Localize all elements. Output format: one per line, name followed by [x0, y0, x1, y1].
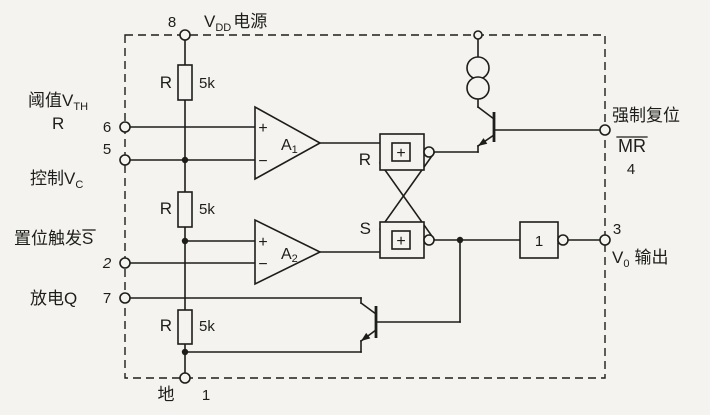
pin7-label: 放电Q: [30, 289, 77, 308]
rs-latch: + + R S: [359, 133, 435, 259]
resistor-r1-symbol: [177, 64, 193, 101]
reset-transistor-emitter-arrow: [478, 138, 488, 146]
wire-cross-s-to-r: [378, 161, 436, 241]
rs-latch-s-input-label: S: [360, 219, 371, 238]
rs-latch-gate-s-inner: [391, 230, 411, 250]
reset-transistor: [476, 105, 496, 148]
comparator-a1-plus: +: [258, 120, 267, 137]
pin5-label: 控制VC: [30, 169, 83, 191]
discharge-transistor-collector: [359, 301, 378, 316]
pin7-terminal: [119, 292, 131, 304]
rs-latch-gate-r-inner: [391, 142, 411, 162]
pin8-terminal: [179, 29, 191, 41]
pin2-number: 2: [102, 255, 112, 272]
resistor-r1-name: R: [160, 73, 172, 92]
pin2-terminal: [119, 257, 131, 269]
pin1-number: 1: [202, 387, 210, 404]
resistor-r3-name: R: [160, 316, 172, 335]
resistor-r2-symbol: [177, 191, 193, 228]
comparator-a1-minus: −: [258, 153, 267, 170]
resistor-r2-name: R: [160, 199, 172, 218]
wires: [129, 38, 601, 374]
resistor-r3-symbol: [177, 309, 193, 345]
resistor-r1-value: 5k: [199, 75, 215, 92]
pin5-number: 5: [103, 141, 111, 158]
pin6-number: 6: [103, 119, 111, 136]
comparator-a1-label: A1: [281, 137, 298, 156]
comparator-a2-plus: +: [258, 234, 267, 251]
comparator-a2-label: A2: [281, 246, 298, 265]
pin5-terminal: [119, 154, 131, 166]
pin1-terminal: [179, 372, 191, 384]
pin1-label: 地: [158, 385, 175, 404]
pin3-number: 3: [613, 221, 621, 238]
comparator-a2-minus: −: [258, 256, 267, 273]
pin4-label-overlined: MR: [618, 136, 646, 156]
rs-latch-gate-r: [379, 133, 425, 171]
rs-latch-gate-r-bubble: [423, 146, 435, 158]
current-source-circle-top: [466, 56, 490, 80]
junction-ground: [181, 348, 189, 356]
junction-node2: [181, 237, 189, 245]
supply-tap-terminal: [473, 30, 483, 40]
discharge-transistor-emitter-arrow: [361, 332, 371, 341]
pin7-number: 7: [103, 290, 111, 307]
current-source: [466, 30, 490, 100]
pin2-label: 置位触发S: [14, 229, 93, 248]
output-inverter: 1: [519, 221, 569, 259]
ic-package-boundary: [124, 34, 606, 379]
pin8-number: 8: [168, 14, 176, 31]
resistor-r2-value: 5k: [199, 201, 215, 218]
output-inverter-symbol: 1: [535, 233, 543, 250]
junction-ff-output: [456, 236, 464, 244]
pin4-terminal: [599, 124, 611, 136]
resistor-divider: R 5k R 5k R 5k: [160, 64, 215, 345]
comparator-a2-triangle: [254, 218, 322, 286]
pin-terminals: [119, 29, 611, 384]
pin6-label-line1: 阈值VTH: [28, 91, 88, 113]
comparator-a1-triangle: [254, 105, 322, 181]
pin6-terminal: [119, 121, 131, 133]
pin6-label-line2: R: [52, 114, 64, 133]
discharge-transistor: [359, 301, 378, 343]
pin4-label: 强制复位: [612, 106, 680, 125]
current-source-circle-bottom: [466, 76, 490, 100]
rs-latch-gate-s-bubble: [423, 234, 435, 246]
rs-latch-r-input-label: R: [359, 150, 371, 169]
pin3-terminal: [599, 234, 611, 246]
pin4-number: 4: [627, 161, 635, 178]
output-inverter-bubble: [557, 234, 569, 246]
junction-node1: [181, 156, 189, 164]
wire-cross-r-to-s: [378, 151, 436, 231]
rs-latch-gate-r-symbol: +: [396, 145, 405, 162]
resistor-r3-value: 5k: [199, 318, 215, 335]
rs-latch-gate-s-symbol: +: [396, 233, 405, 250]
reset-transistor-collector: [476, 105, 496, 121]
output-inverter-body: [519, 221, 559, 259]
comparator-a1: + − A1: [254, 105, 322, 181]
comparator-a2: + − A2: [254, 218, 322, 286]
